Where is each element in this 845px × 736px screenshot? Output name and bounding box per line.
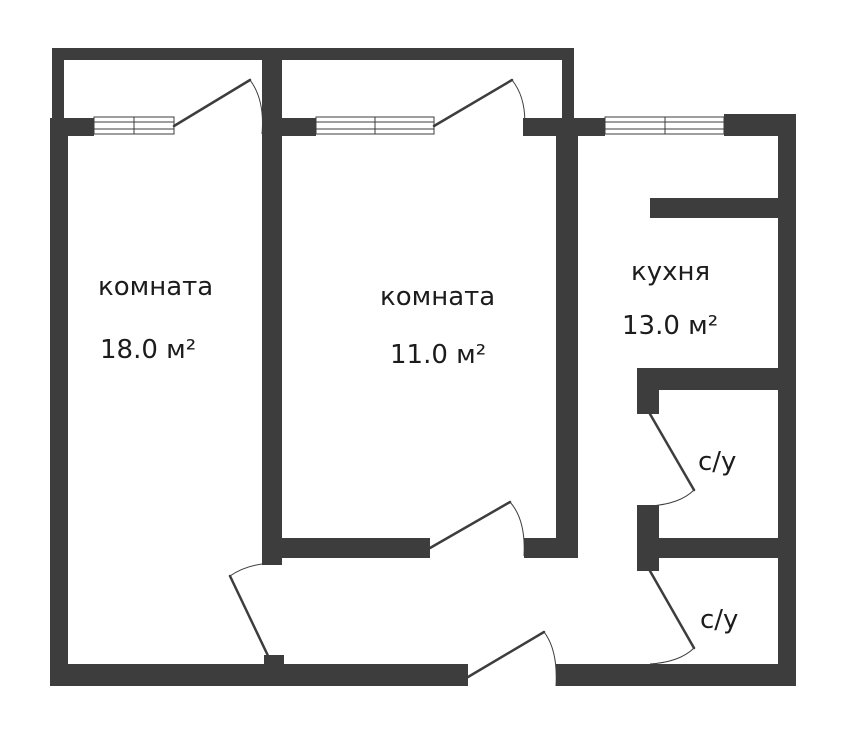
room-2-name: комната: [380, 282, 495, 312]
room-1-name: комната: [98, 272, 213, 302]
door-room-2: [428, 500, 525, 557]
room-2-area: 11.0 м²: [390, 340, 486, 370]
balcony-door-room-1: [172, 78, 263, 135]
room-1-area: 18.0 м²: [100, 335, 196, 365]
bathroom-1-name: с/у: [698, 447, 736, 477]
window-room-2: [315, 116, 435, 135]
kitchen-name: кухня: [631, 257, 710, 287]
exterior-walls: [50, 114, 796, 686]
window-kitchen: [604, 116, 725, 135]
door-bathroom-1: [648, 412, 696, 507]
door-room-1: [228, 562, 283, 662]
door-bathroom-2: [648, 569, 696, 665]
balcony-door-room-2: [432, 78, 526, 135]
bathroom-2-name: с/у: [700, 605, 738, 635]
entrance-door: [466, 630, 557, 687]
window-room-1: [93, 116, 175, 135]
kitchen-area: 13.0 м²: [622, 311, 718, 341]
balcony: [52, 48, 574, 132]
interior-walls: [262, 60, 796, 669]
